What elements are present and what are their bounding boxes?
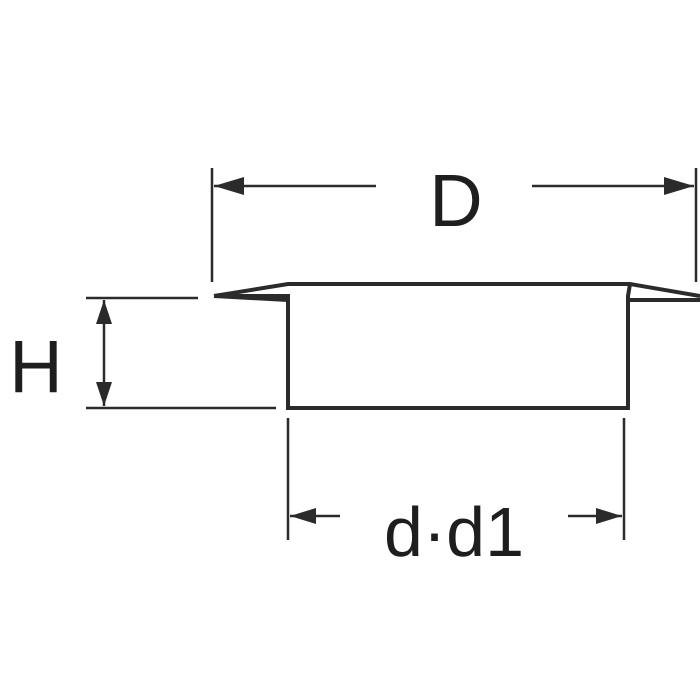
flange-body bbox=[213, 282, 700, 410]
label-h: H bbox=[9, 325, 62, 408]
arrowhead-right bbox=[664, 177, 694, 195]
arrowhead-left bbox=[214, 177, 244, 195]
dimension-d-outer: D bbox=[210, 159, 698, 282]
arrowhead-right bbox=[596, 508, 622, 524]
flange-bottom-left bbox=[213, 294, 289, 302]
part-outline bbox=[213, 282, 700, 410]
arrowhead-up bbox=[96, 300, 112, 324]
dimension-h: H bbox=[9, 296, 276, 410]
arrowhead-left bbox=[290, 508, 316, 524]
label-d-d1: d·d1 bbox=[384, 493, 524, 571]
dimension-d-inner: d·d1 bbox=[286, 418, 626, 571]
arrowhead-down bbox=[96, 382, 112, 406]
label-d: D bbox=[429, 159, 482, 242]
